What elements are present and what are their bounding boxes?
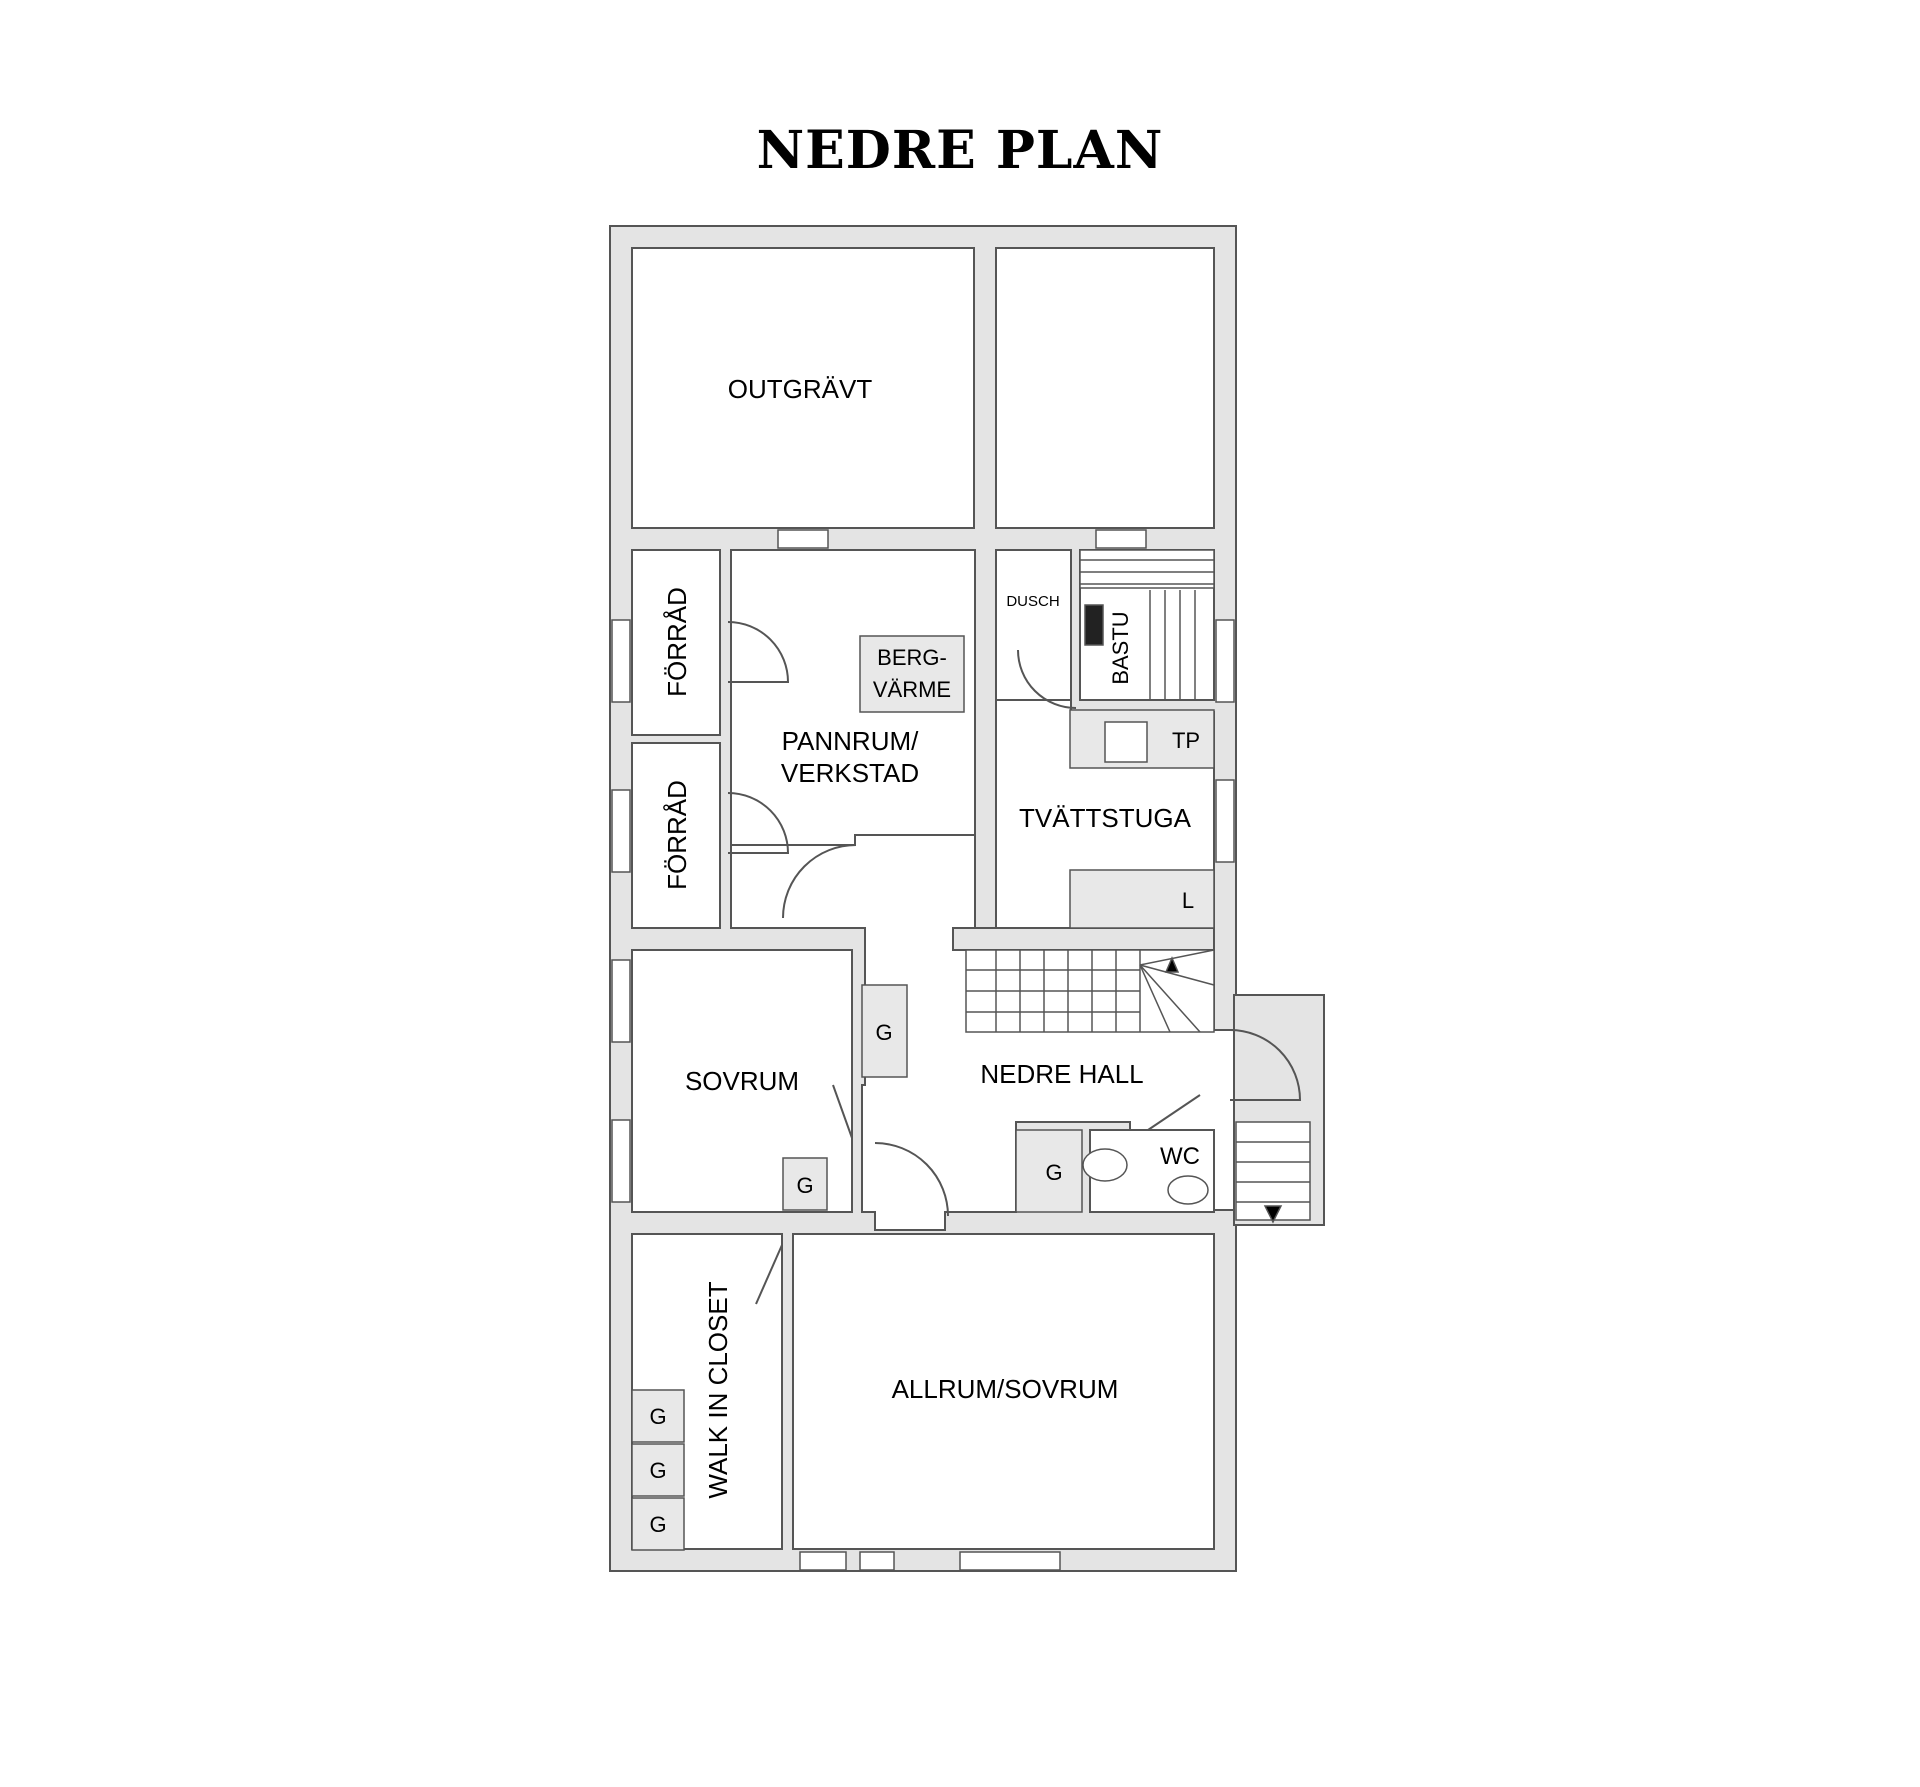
label-sovrum: SOVRUM [685, 1066, 799, 1096]
label-wardrobe-closet-2: G [649, 1458, 666, 1483]
label-wardrobe-closet-1: G [649, 1404, 666, 1429]
room-outgravt [631, 247, 975, 529]
hall-wall [952, 927, 1215, 951]
label-walk-in-closet: WALK IN CLOSET [703, 1281, 733, 1498]
label-tvattstuga: TVÄTTSTUGA [1019, 803, 1192, 833]
room-dusch [995, 549, 1072, 701]
room-forrad-upper [631, 549, 721, 736]
label-wardrobe-sovrum: G [796, 1173, 813, 1198]
room-outgravt-east [995, 247, 1215, 529]
label-pannrum-1: PANNRUM/ [782, 726, 920, 756]
windows [611, 529, 1235, 1571]
label-forrad-upper: FÖRRÅD [662, 587, 692, 697]
room-allrum [792, 1233, 1215, 1550]
fixtures [631, 549, 1215, 1551]
label-bastu: BASTU [1108, 611, 1133, 684]
room-forrad-lower [631, 742, 721, 929]
label-wc: WC [1160, 1143, 1200, 1170]
label-wardrobe-closet-3: G [649, 1512, 666, 1537]
label-l: L [1182, 888, 1194, 913]
interior-stairs [965, 949, 1215, 1033]
label-wardrobe-wc: G [1045, 1160, 1062, 1185]
label-outgravt: OUTGRÄVT [728, 374, 873, 404]
entrance-stairs [1235, 1121, 1311, 1224]
label-allrum: ALLRUM/SOVRUM [892, 1374, 1119, 1404]
doors [727, 621, 1302, 1305]
label-bergvarme-2: VÄRME [873, 677, 951, 702]
label-forrad-lower: FÖRRÅD [662, 780, 692, 890]
label-wardrobe-hall: G [875, 1020, 892, 1045]
label-pannrum-2: VERKSTAD [781, 758, 919, 788]
label-tp: TP [1172, 728, 1200, 753]
page-title: NEDRE PLAN [756, 120, 1164, 181]
label-nedre-hall: NEDRE HALL [980, 1059, 1143, 1089]
label-dusch: DUSCH [1006, 593, 1059, 610]
label-bergvarme-1: BERG- [877, 645, 947, 670]
